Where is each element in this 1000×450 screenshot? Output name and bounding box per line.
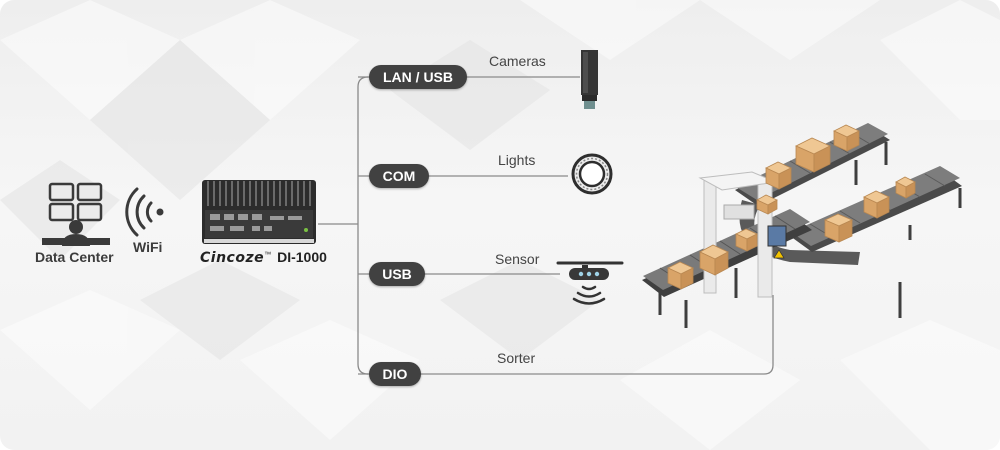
interface-pill-usb: USB [369,262,425,286]
interface-pill-com: COM [369,164,429,188]
interface-pill-dio: DIO [369,362,421,386]
box [667,261,694,290]
hub-model: DI-1000 [277,249,327,265]
device-label-lights: Lights [498,152,536,168]
wifi-label: WiFi [133,239,163,255]
interface-pill-lan-usb: LAN / USB [369,65,467,89]
device-label-sorter: Sorter [497,350,536,366]
bus-line [357,76,369,375]
device-label-cameras: Cameras [489,53,546,69]
data-center-label: Data Center [35,249,114,265]
brand-logo: Cincoze [200,250,265,266]
device-label-sensor: Sensor [495,251,540,267]
branch-line-sorter [358,295,774,375]
